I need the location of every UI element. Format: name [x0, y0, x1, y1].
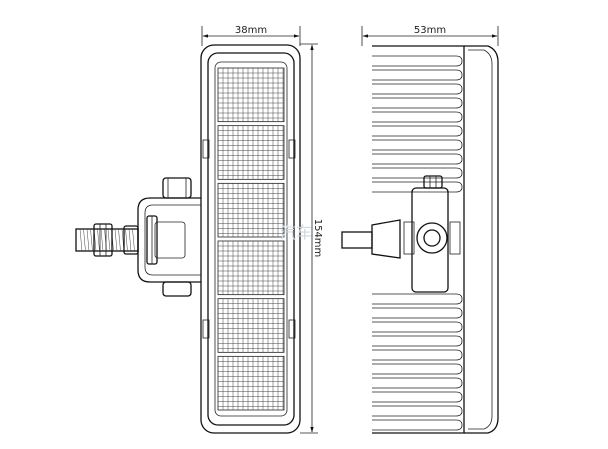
- side-mounting-bracket: [341, 175, 461, 293]
- front-housing: [200, 44, 301, 434]
- heat-sink-fin: [372, 181, 463, 193]
- heat-sink-fin: [372, 349, 463, 361]
- mounting-bolt: [75, 223, 139, 257]
- front-width-label: 38mm: [235, 25, 267, 36]
- lens-panel: [217, 125, 285, 180]
- heat-sink-fin: [372, 55, 463, 67]
- lens-grid: [217, 67, 285, 411]
- lens-panel: [217, 182, 285, 238]
- side-lens-profile: [464, 45, 499, 434]
- lens-panel: [217, 355, 285, 411]
- lens-panel: [217, 298, 285, 353]
- side-view: 53mm: [341, 25, 499, 434]
- heat-sink-fin: [372, 167, 463, 179]
- heat-sink-fin: [372, 125, 463, 137]
- heat-sink-fin: [372, 69, 463, 81]
- heat-sink-fin: [372, 405, 463, 417]
- heat-sink-fin: [372, 293, 463, 305]
- front-mounting-bracket: [137, 177, 201, 297]
- side-width-label: 53mm: [414, 25, 446, 36]
- heat-sink-fin: [372, 321, 463, 333]
- lens-panel: [217, 240, 285, 296]
- front-bezel: [207, 52, 295, 426]
- heat-sink-fin: [372, 377, 463, 389]
- heat-sink-fin: [372, 307, 463, 319]
- heat-sink-fin: [372, 419, 463, 431]
- heat-sink-fin: [372, 139, 463, 151]
- heat-sink-fin: [372, 83, 463, 95]
- heat-sink-fin: [372, 111, 463, 123]
- heat-sink-fin: [372, 363, 463, 375]
- heat-sink-fin: [372, 153, 463, 165]
- heat-sink-fins: [372, 55, 463, 431]
- watermark: 汽车: [280, 223, 312, 242]
- heat-sink-fin: [372, 335, 463, 347]
- lens-panel: [217, 67, 285, 123]
- heat-sink-fin: [372, 97, 463, 109]
- front-view: 38mm 154mm: [75, 25, 323, 434]
- height-label: 154mm: [312, 219, 323, 258]
- heat-sink-fin: [372, 391, 463, 403]
